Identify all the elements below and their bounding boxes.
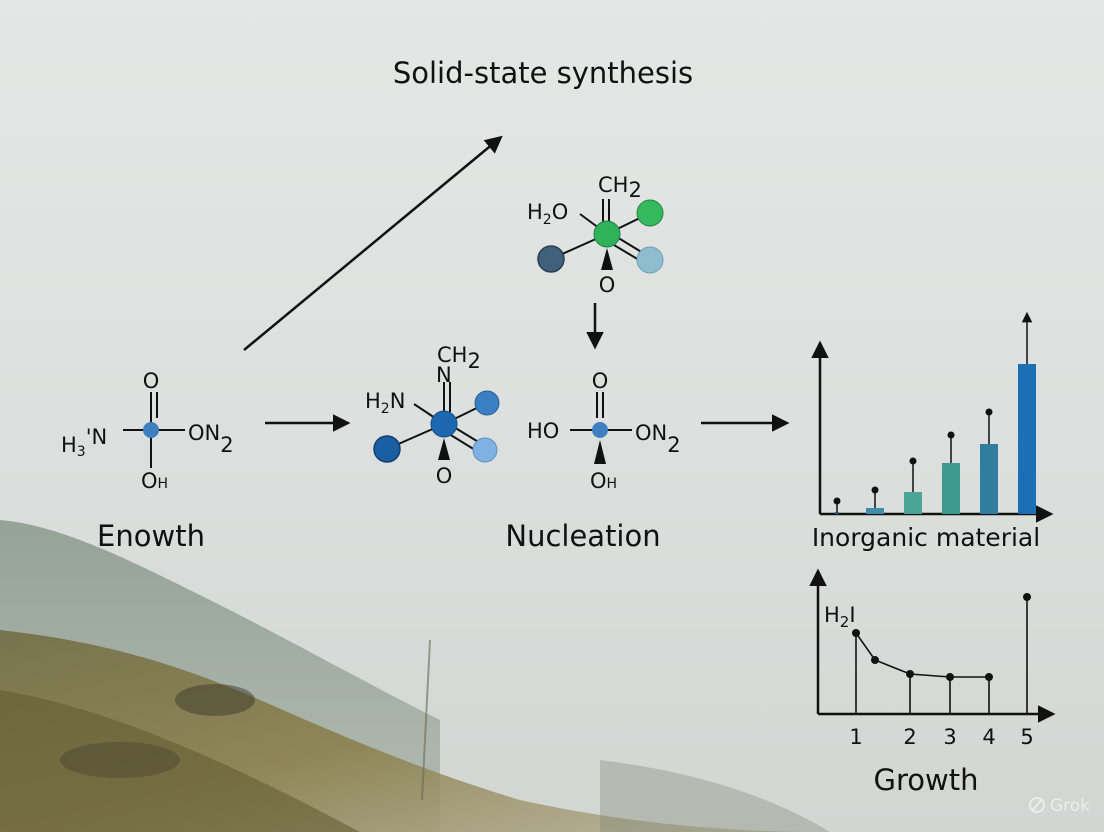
label-inorganic-material: Inorganic material [812, 523, 1040, 552]
node-left-slate [537, 245, 565, 273]
label-enowth: Enowth [97, 519, 205, 553]
grok-logo-icon [1029, 797, 1045, 813]
flow-arrows [243, 135, 790, 432]
center-atom [143, 422, 159, 438]
node-center [430, 410, 458, 438]
left-right-group: ON2 [188, 421, 234, 457]
molecule-middle: CH2 N H2N O [365, 343, 500, 488]
nucleation-left-group: HO [527, 419, 559, 443]
left-left-group: H3'N [61, 425, 107, 460]
growth-tick-2: 2 [903, 725, 916, 749]
node-lower-right-pale [636, 246, 664, 274]
middle-left-group: H2N [365, 389, 405, 417]
label-growth: Growth [874, 763, 979, 797]
left-bottom-group: OH [141, 469, 168, 493]
molecule-nucleation: O HO ON2 OH Nucleation [505, 369, 680, 553]
bar-2 [866, 486, 884, 514]
bar-6 [1018, 311, 1036, 514]
bar-4 [942, 431, 960, 514]
growth-tick-3: 3 [943, 725, 956, 749]
growth-marker-label: H2I [824, 603, 856, 631]
middle-top-group: CH2 [437, 343, 481, 373]
nucleation-top-atom: O [592, 369, 609, 393]
label-nucleation: Nucleation [505, 519, 660, 553]
nucleation-center-atom [592, 422, 608, 438]
growth-tick-5: 5 [1020, 725, 1033, 749]
bar-1 [833, 497, 841, 514]
growth-tick-4: 4 [982, 725, 995, 749]
growth-tick-1: 1 [849, 725, 862, 749]
node-left [373, 435, 401, 463]
chart-growth: H2I 1 2 3 4 5 Growth [809, 568, 1056, 797]
arrow-to-synthesis [243, 135, 503, 351]
bar-3 [904, 457, 922, 514]
nucleation-bottom-group: OH [590, 469, 617, 493]
nucleation-right-group: ON2 [635, 421, 681, 457]
growth-stems [855, 597, 1028, 714]
middle-bottom-atom: O [436, 464, 453, 488]
chart-inorganic-material: Inorganic material [811, 311, 1054, 552]
node-upper-right [474, 390, 500, 416]
node-center-green [593, 220, 621, 248]
node-upper-right-green [636, 199, 664, 227]
middle-top-second: N [436, 363, 452, 387]
upper-bottom-atom: O [599, 273, 616, 297]
node-lower-right [472, 437, 498, 463]
watermark-text: Grok [1050, 796, 1090, 816]
watermark: Grok [1029, 796, 1090, 816]
upper-top-group: CH2 [598, 173, 642, 202]
title: Solid-state synthesis [393, 56, 693, 90]
molecule-enowth: O H3'N ON2 OH Enowth [61, 369, 234, 553]
bar-5 [980, 408, 998, 514]
left-top-atom: O [143, 369, 160, 393]
molecule-upper: CH2 H2O O [527, 173, 664, 297]
upper-left-group: H2O [527, 200, 568, 228]
growth-points [852, 593, 1031, 681]
